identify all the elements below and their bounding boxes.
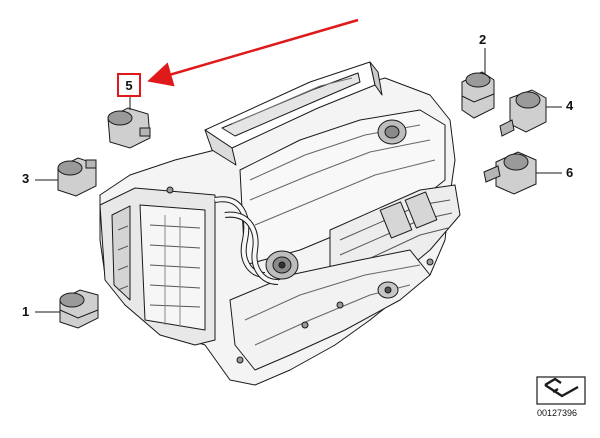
reference-number: 00127396 <box>537 408 578 418</box>
right-actuator <box>377 119 407 145</box>
red-arrow-icon <box>147 18 359 87</box>
lower-duct <box>229 249 431 371</box>
callout-4: 4 <box>566 98 574 113</box>
catalog-symbol-icon <box>536 376 586 405</box>
servo-motor-4 <box>499 89 547 137</box>
servo-motor-1 <box>59 289 99 329</box>
lower-actuator <box>377 281 399 299</box>
servo-motor-3 <box>57 157 97 197</box>
highlighted-callout-5: 5 <box>117 73 141 97</box>
callout-3: 3 <box>22 171 30 186</box>
servo-motor-2 <box>461 71 495 119</box>
callout-2: 2 <box>479 32 487 47</box>
servo-motor-5 <box>107 107 151 149</box>
heater-housing-assembly <box>99 61 461 386</box>
callout-5: 5 <box>125 77 133 93</box>
servo-motor-6 <box>483 151 537 195</box>
air-inlet-frame <box>204 61 383 166</box>
center-actuator <box>265 250 299 280</box>
callout-6: 6 <box>566 165 574 180</box>
leader-lines <box>35 48 562 313</box>
callout-1: 1 <box>22 304 30 319</box>
